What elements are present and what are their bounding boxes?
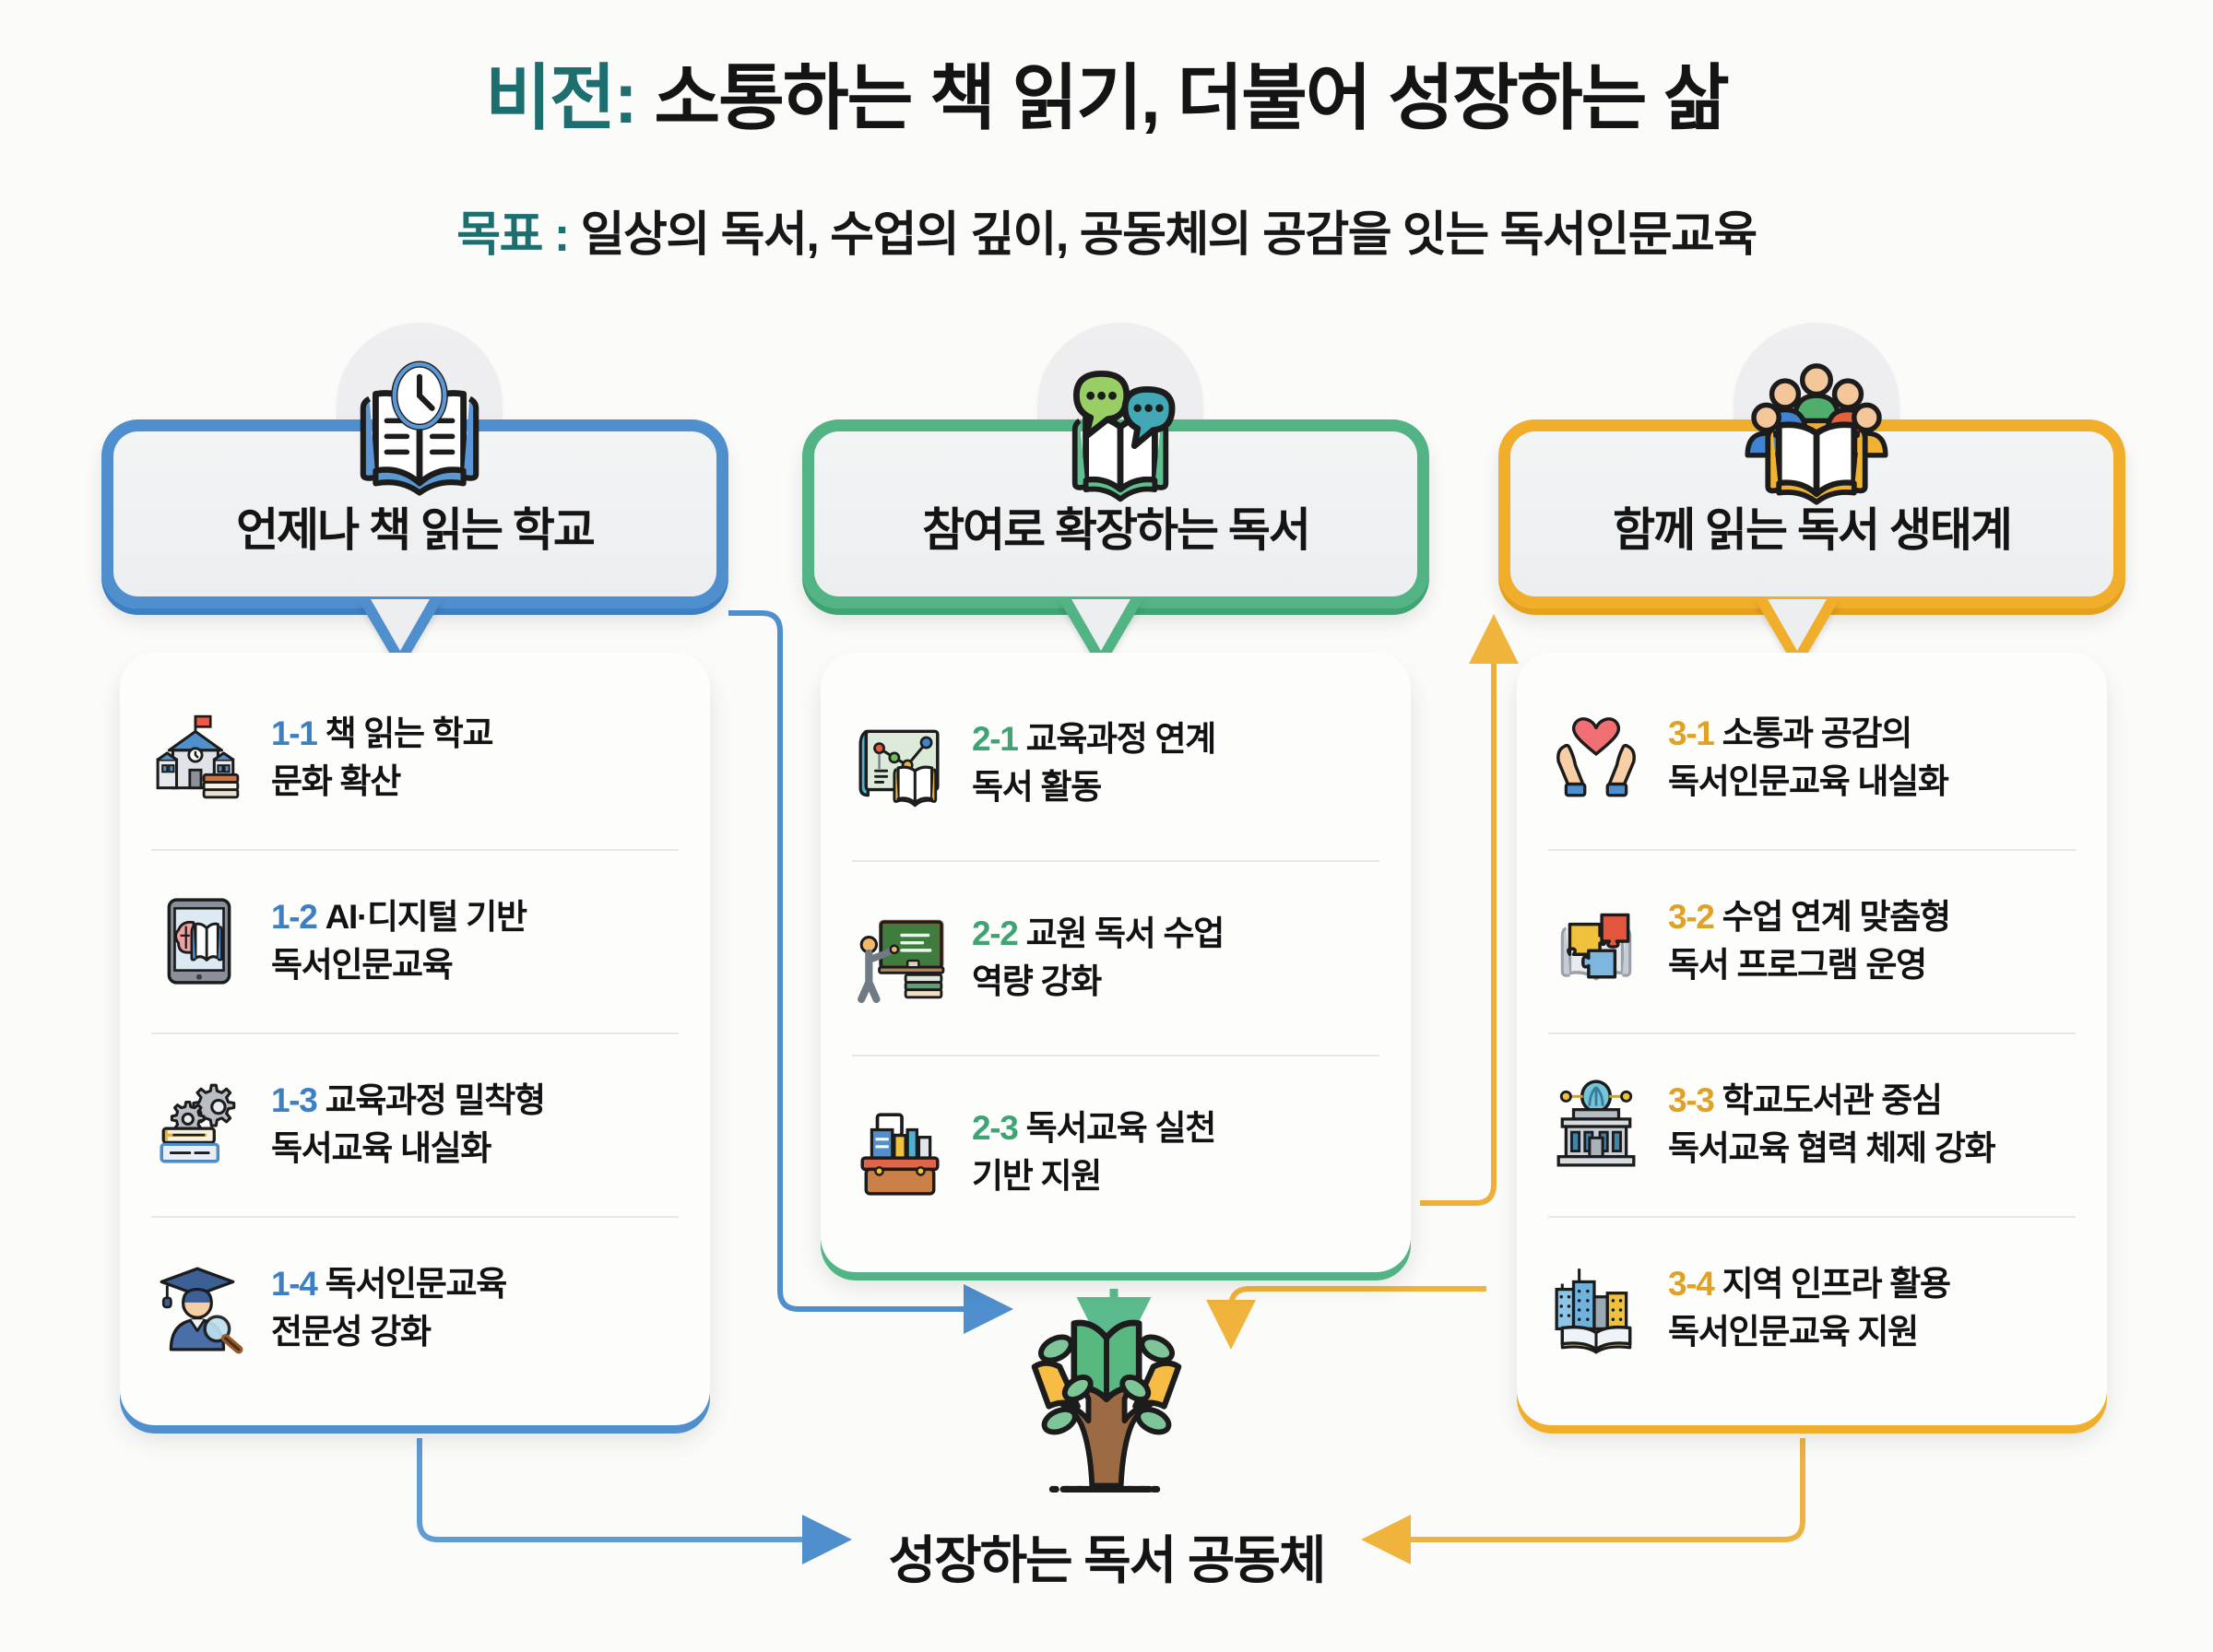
goal-statement: 일상의 독서, 수업의 깊이, 공동체의 공감을 잇는 독서인문교육 bbox=[568, 208, 1758, 262]
task-number: 3-3 bbox=[1668, 1081, 1715, 1120]
task-line-2: 독서 프로그램 운영 bbox=[1668, 945, 1927, 984]
goal-label: 목표 : bbox=[456, 208, 570, 262]
task-line-2: 독서교육 내실화 bbox=[271, 1128, 491, 1167]
tablet-brain-book-icon bbox=[148, 890, 251, 993]
city-book-icon bbox=[1544, 1257, 1648, 1360]
task-number: 1-3 bbox=[271, 1081, 318, 1120]
strategy-header-bubble[interactable]: 참여로 확장하는 독서 bbox=[802, 323, 1429, 710]
task-number: 3-1 bbox=[1668, 714, 1715, 753]
heart-hands-icon bbox=[1544, 706, 1648, 809]
library-building-icon bbox=[1544, 1073, 1648, 1176]
wire-col1-to-center bbox=[728, 610, 1013, 1334]
goal-subtitle: 목표 : 일상의 독서, 수업의 깊이, 공동체의 공감을 잇는 독서인문교육 bbox=[0, 195, 2213, 265]
vision-label: 비전: bbox=[485, 57, 637, 138]
teacher-chalkboard-icon bbox=[848, 906, 952, 1009]
task-line-2: 독서인문교육 지원 bbox=[1668, 1312, 1919, 1351]
wire-col2-to-col3 bbox=[1420, 614, 1519, 1206]
task-line-1: 독서교육 실천 bbox=[1025, 1109, 1217, 1148]
school-books-icon bbox=[148, 706, 251, 809]
bottom-goal-label: 성장하는 독서 공동체 bbox=[888, 1531, 1327, 1589]
wire-col3-to-center bbox=[1206, 1286, 1486, 1350]
task-line-1: 수업 연계 맞춤형 bbox=[1722, 898, 1951, 937]
task-line-1: 지역 인프라 활용 bbox=[1722, 1265, 1951, 1304]
task-line-1: 교육과정 밀착형 bbox=[325, 1081, 546, 1120]
strategy-title: 참여로 확장하는 독서 bbox=[922, 504, 1311, 556]
task-line-1: 교육과정 연계 bbox=[1025, 720, 1217, 759]
strategy-title: 함께 읽는 독서 생태계 bbox=[1613, 504, 2013, 556]
task-line-2: 전문성 강화 bbox=[271, 1312, 432, 1351]
task-number: 2-1 bbox=[972, 720, 1019, 759]
task-number: 1-1 bbox=[271, 714, 318, 753]
task-line-2: 역량 강화 bbox=[972, 962, 1102, 1000]
task-number: 1-2 bbox=[271, 898, 318, 937]
task-line-2: 독서교육 협력 체제 강화 bbox=[1668, 1128, 1996, 1167]
task-number: 3-4 bbox=[1668, 1265, 1715, 1304]
vision-title: 비전: 소통하는 책 읽기, 더불어 성장하는 삶 bbox=[0, 41, 2213, 144]
chart-board-book-icon bbox=[848, 712, 952, 815]
people-book-icon bbox=[1729, 350, 1904, 516]
task-line-2: 독서인문교육 내실화 bbox=[1668, 761, 1949, 800]
task-line-2: 독서인문교육 bbox=[271, 945, 454, 984]
wire-col1-bottom-to-label bbox=[417, 1438, 852, 1564]
book-clock-icon bbox=[332, 350, 507, 516]
gears-books-icon bbox=[148, 1073, 251, 1176]
strategy-title: 언제나 책 읽는 학교 bbox=[236, 504, 596, 556]
task-line-1: 교원 독서 수업 bbox=[1025, 914, 1225, 953]
puzzle-book-icon bbox=[1544, 890, 1648, 993]
book-tree-icon bbox=[991, 1309, 1222, 1507]
speech-bubbles-book-icon bbox=[1033, 350, 1208, 516]
task-line-1: 학교도서관 중심 bbox=[1722, 1081, 1943, 1120]
task-line-1: 독서인문교육 bbox=[325, 1265, 508, 1304]
graduate-magnifier-icon bbox=[148, 1257, 251, 1360]
task-number: 2-3 bbox=[972, 1109, 1019, 1148]
task-line-1: 소통과 공감의 bbox=[1722, 714, 1913, 753]
vision-statement: 소통하는 책 읽기, 더불어 성장하는 삶 bbox=[635, 57, 1729, 138]
task-line-1: AI·디지털 기반 bbox=[325, 898, 527, 937]
task-number: 3-2 bbox=[1668, 898, 1715, 937]
wire-col3-bottom-to-label bbox=[1361, 1438, 1805, 1564]
task-number: 1-4 bbox=[271, 1265, 318, 1304]
strategy-header-bubble[interactable]: 함께 읽는 독서 생태계 bbox=[1498, 323, 2125, 710]
task-line-1: 책 읽는 학교 bbox=[325, 714, 494, 753]
bubble-box bbox=[101, 419, 728, 608]
toolbox-books-icon bbox=[848, 1101, 952, 1204]
task-line-2: 문화 확산 bbox=[271, 761, 401, 800]
task-line-2: 독서 활동 bbox=[972, 767, 1102, 806]
task-number: 2-2 bbox=[972, 914, 1019, 953]
strategy-header-bubble[interactable]: 언제나 책 읽는 학교 bbox=[101, 323, 728, 710]
task-line-2: 기반 지원 bbox=[972, 1156, 1102, 1195]
